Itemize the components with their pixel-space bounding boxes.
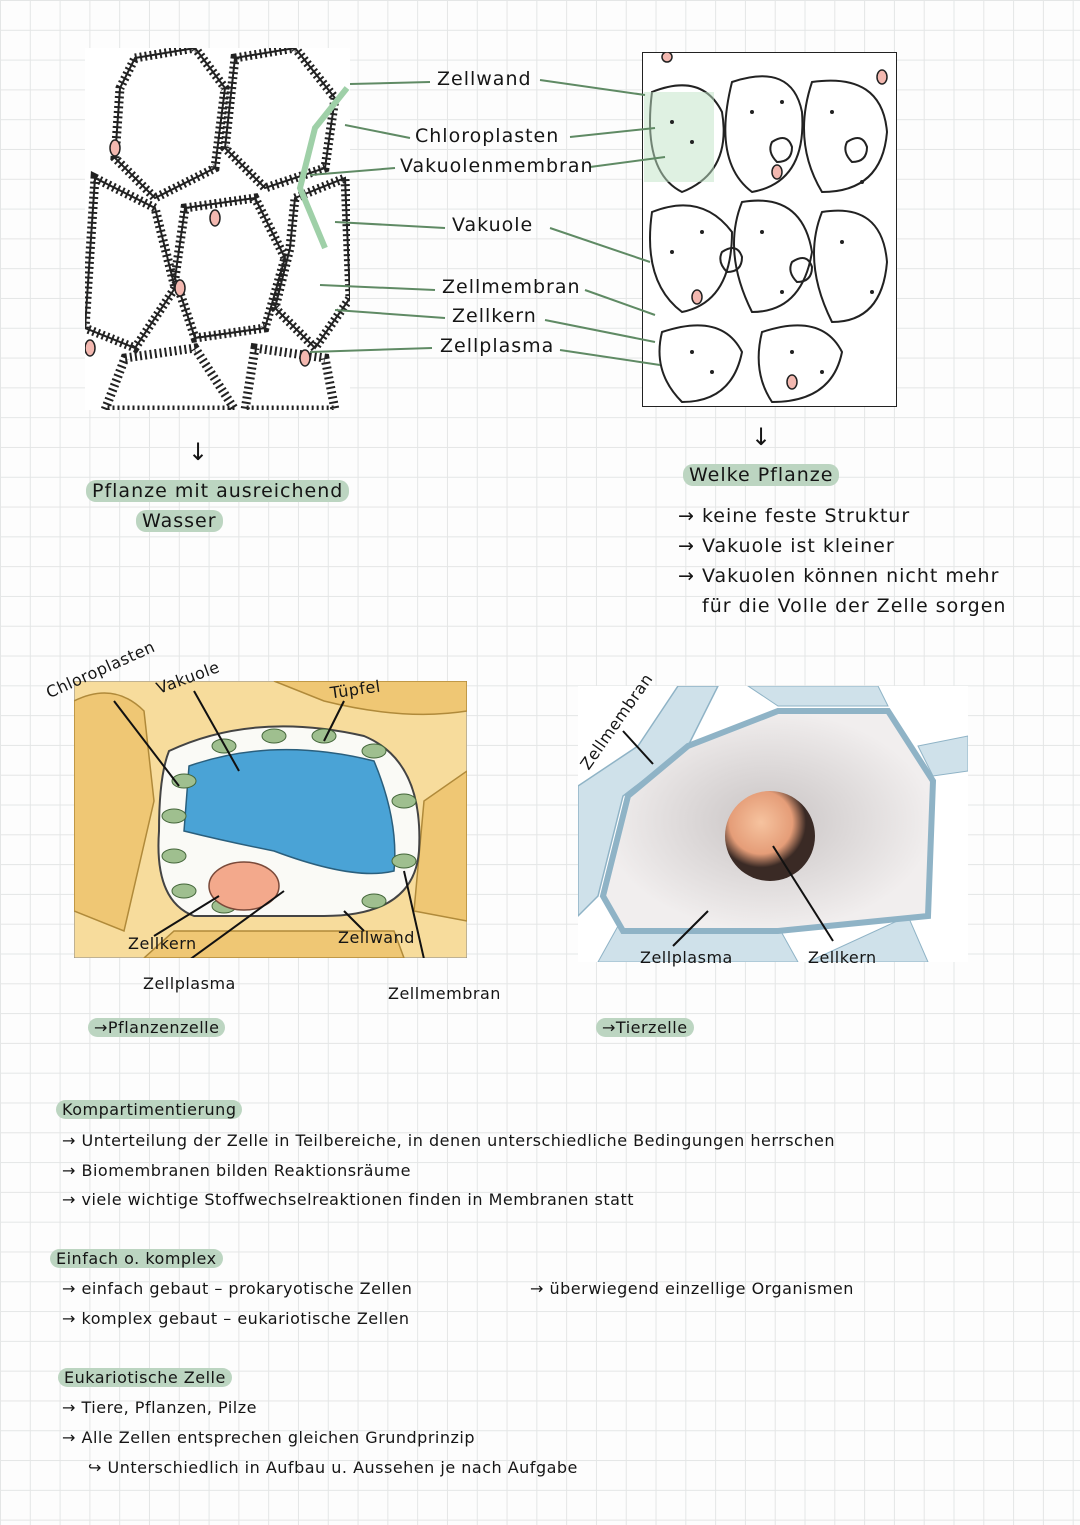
note-item: → Unterteilung der Zelle in Teilbereiche… — [62, 1131, 835, 1150]
caption-pflanzenzelle: →Pflanzenzelle — [88, 1018, 226, 1037]
leader-lines — [309, 79, 666, 366]
turgid-plant-cells-diagram — [85, 48, 350, 410]
caption-turgid-line1: Pflanze mit ausreichend — [86, 480, 350, 502]
plant-label-zellwand: Zellwand — [338, 928, 415, 947]
plant-label-zellplasma: Zellplasma — [143, 974, 236, 993]
animal-label-zellkern: Zellkern — [808, 948, 877, 967]
section-title-kompartimentierung: Kompartimentierung — [56, 1100, 243, 1119]
wilted-plant-cells-diagram — [642, 52, 897, 407]
note-item: → komplex gebaut – eukariotische Zellen — [62, 1309, 410, 1328]
note-item: → Alle Zellen entsprechen gleichen Grund… — [62, 1428, 475, 1447]
wilted-item: → Vakuolen können nicht mehr — [678, 565, 1000, 587]
label-vakuolenmembran: Vakuolenmembran — [400, 155, 594, 177]
label-chloroplasten: Chloroplasten — [415, 125, 560, 147]
section-title-einfach-komplex: Einfach o. komplex — [50, 1249, 223, 1268]
note-item: ↪ Unterschiedlich in Aufbau u. Aussehen … — [88, 1458, 578, 1477]
label-zellplasma: Zellplasma — [440, 335, 555, 357]
caption-tierzelle: →Tierzelle — [596, 1018, 694, 1037]
down-arrow-left: ↓ — [188, 438, 210, 466]
label-zellkern: Zellkern — [452, 305, 537, 327]
wilted-item: für die Volle der Zelle sorgen — [702, 595, 1007, 617]
note-item: → viele wichtige Stoffwechselreaktionen … — [62, 1190, 635, 1209]
wilted-item: → keine feste Struktur — [678, 505, 911, 527]
plant-label-zellkern: Zellkern — [128, 934, 197, 953]
note-item-aside: → überwiegend einzellige Organismen — [530, 1279, 854, 1298]
animal-cell-illustration — [578, 686, 968, 962]
label-vakuole: Vakuole — [452, 214, 534, 236]
down-arrow-right: ↓ — [751, 423, 773, 451]
section-title-eukariotische-zelle: Eukariotische Zelle — [58, 1368, 232, 1387]
label-zellwand: Zellwand — [437, 68, 532, 90]
wilted-item: → Vakuole ist kleiner — [678, 535, 895, 557]
note-item: → Biomembranen bilden Reaktionsräume — [62, 1161, 411, 1180]
plant-cell-illustration — [74, 681, 467, 958]
animal-label-zellplasma: Zellplasma — [640, 948, 733, 967]
caption-wilted-title: Welke Pflanze — [683, 464, 840, 486]
label-zellmembran: Zellmembran — [442, 276, 581, 298]
note-item: → Tiere, Pflanzen, Pilze — [62, 1398, 257, 1417]
caption-turgid-line2: Wasser — [136, 510, 223, 532]
plant-label-zellmembran: Zellmembran — [388, 984, 501, 1003]
note-item: → einfach gebaut – prokaryotische Zellen — [62, 1279, 413, 1298]
